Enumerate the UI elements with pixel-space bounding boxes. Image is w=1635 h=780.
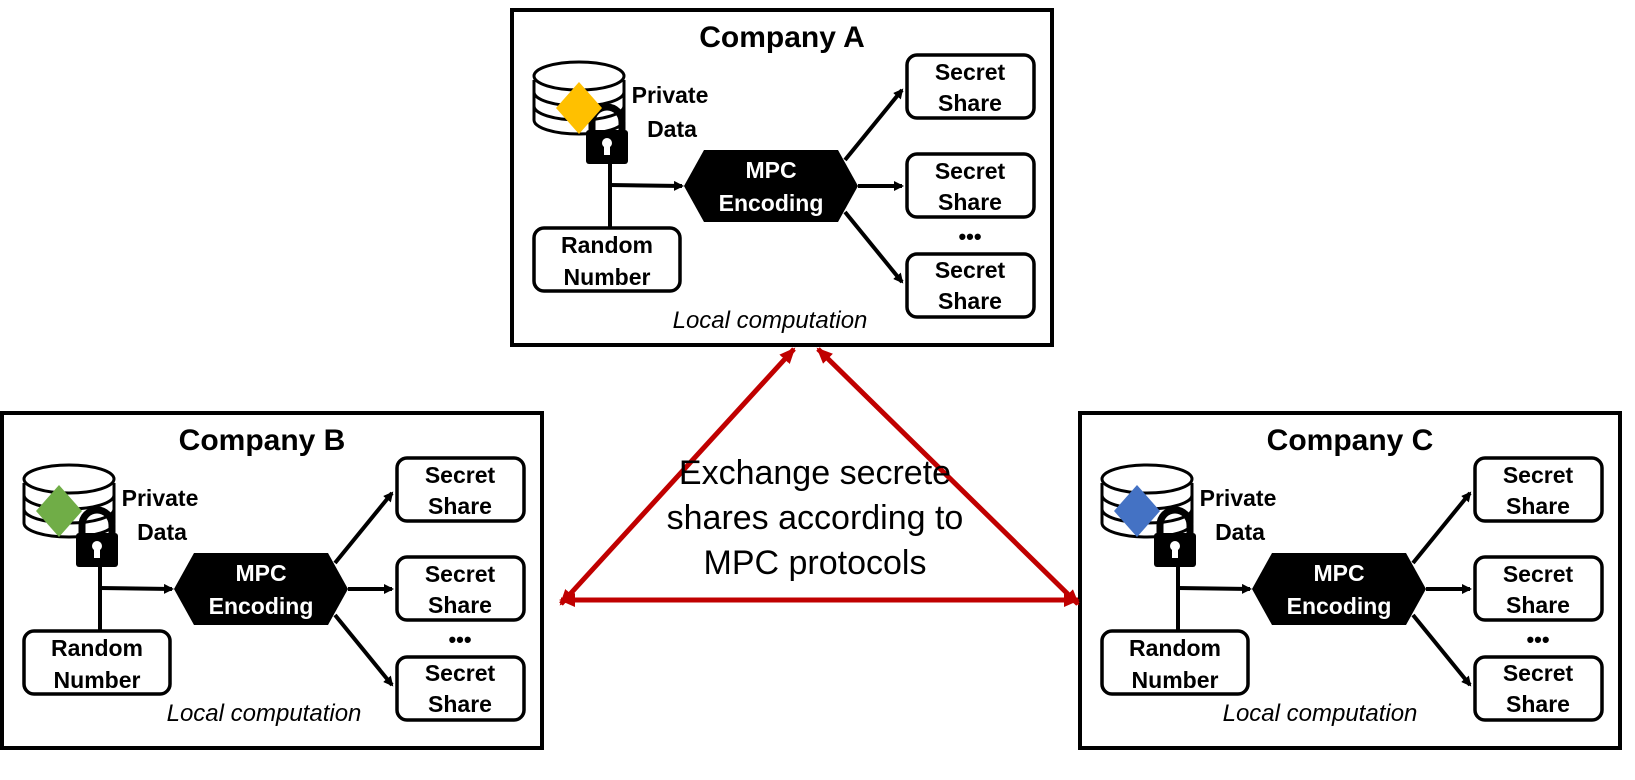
secret-share-label: Secret xyxy=(1503,561,1574,587)
mpc-label: MPC xyxy=(745,157,796,183)
exchange-label: MPC protocols xyxy=(704,544,927,582)
exchange-label: shares according to xyxy=(667,499,964,537)
private-data-diamond xyxy=(36,485,82,537)
private-data-label: Private xyxy=(122,485,199,511)
secret-share-label: Share xyxy=(428,493,492,519)
secret-share-label: Share xyxy=(938,90,1002,116)
random-number-label: Random xyxy=(561,232,653,258)
private-data-label: Private xyxy=(1200,485,1277,511)
local-computation-label: Local computation xyxy=(673,307,868,334)
secret-share-label: Share xyxy=(428,691,492,717)
secret-share-label: Secret xyxy=(935,257,1006,283)
mpc-label: Encoding xyxy=(719,190,824,216)
secret-share-label: Share xyxy=(1506,592,1570,618)
secret-share-label: Secret xyxy=(935,59,1006,85)
secret-share-label: Secret xyxy=(935,158,1006,184)
company-b-panel: Company B Private Data Random Number MPC… xyxy=(0,411,544,750)
random-number-label: Random xyxy=(1129,635,1221,661)
secret-share-label: Secret xyxy=(425,561,496,587)
ellipsis: ••• xyxy=(958,224,981,249)
random-number-label: Number xyxy=(54,667,141,693)
secret-share-label: Secret xyxy=(425,462,496,488)
secret-share-label: Share xyxy=(938,288,1002,314)
secret-share-label: Share xyxy=(1506,691,1570,717)
mpc-label: Encoding xyxy=(209,593,314,619)
random-number-label: Number xyxy=(1132,667,1219,693)
private-data-label: Data xyxy=(1215,519,1265,545)
mpc-label: MPC xyxy=(235,560,286,586)
company-c-panel: Company C Private Data Random Number MPC… xyxy=(1078,411,1622,750)
private-data-diamond xyxy=(556,82,602,134)
exchange-label: Exchange secrete xyxy=(679,454,951,492)
secret-share-label: Share xyxy=(1506,493,1570,519)
secret-share-label: Share xyxy=(428,592,492,618)
exchange-arrow-a-b xyxy=(559,347,796,606)
company-title: Company B xyxy=(179,424,346,457)
mpc-label: Encoding xyxy=(1287,593,1392,619)
company-a-panel: Company A Private Data Random Number MPC… xyxy=(510,8,1054,347)
exchange-arrow-a-c xyxy=(816,347,1080,606)
random-number-label: Random xyxy=(51,635,143,661)
private-data-diamond xyxy=(1114,485,1160,537)
secret-share-label: Secret xyxy=(1503,660,1574,686)
private-data-label: Data xyxy=(647,116,697,142)
private-data-label: Private xyxy=(632,82,709,108)
secret-share-label: Share xyxy=(938,189,1002,215)
local-computation-label: Local computation xyxy=(1223,700,1418,727)
ellipsis: ••• xyxy=(1526,627,1549,652)
company-title: Company C xyxy=(1267,424,1434,457)
local-computation-label: Local computation xyxy=(167,700,362,727)
company-title: Company A xyxy=(699,21,865,54)
secret-share-label: Secret xyxy=(425,660,496,686)
exchange-arrows xyxy=(559,347,1080,607)
secret-share-label: Secret xyxy=(1503,462,1574,488)
private-data-label: Data xyxy=(137,519,187,545)
mpc-label: MPC xyxy=(1313,560,1364,586)
ellipsis: ••• xyxy=(448,627,471,652)
random-number-label: Number xyxy=(564,264,651,290)
